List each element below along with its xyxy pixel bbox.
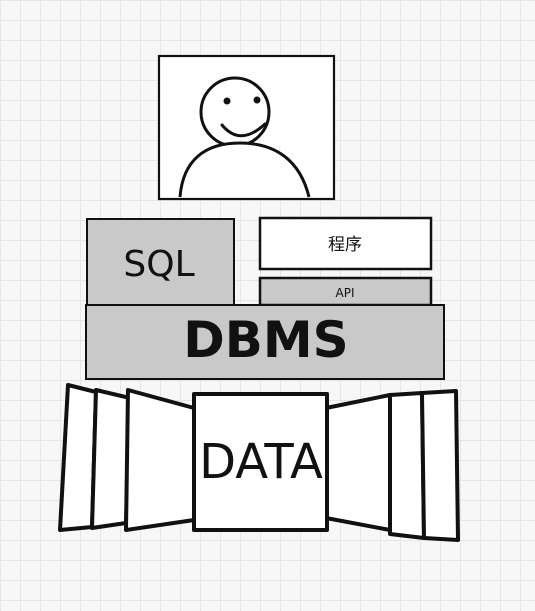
program-block: 程序 [258, 216, 433, 271]
user-face-icon [178, 76, 311, 198]
data-page-right-2 [388, 391, 426, 540]
dbms-label: DBMS [183, 311, 348, 369]
sql-block: SQL [86, 218, 235, 306]
data-pages [58, 383, 460, 542]
data-page-right-1 [420, 389, 460, 542]
data-page-left-2 [90, 388, 132, 530]
program-label: 程序 [328, 235, 362, 255]
data-page-center [192, 392, 329, 532]
data-label: DATA [199, 434, 323, 490]
user-box [157, 54, 336, 201]
data-page-right-3 [324, 393, 392, 532]
data-page-left-3 [124, 388, 196, 532]
dbms-block: DBMS [85, 304, 445, 380]
api-block: API [258, 276, 433, 307]
api-label: API [336, 286, 355, 300]
sql-label: SQL [123, 244, 194, 285]
